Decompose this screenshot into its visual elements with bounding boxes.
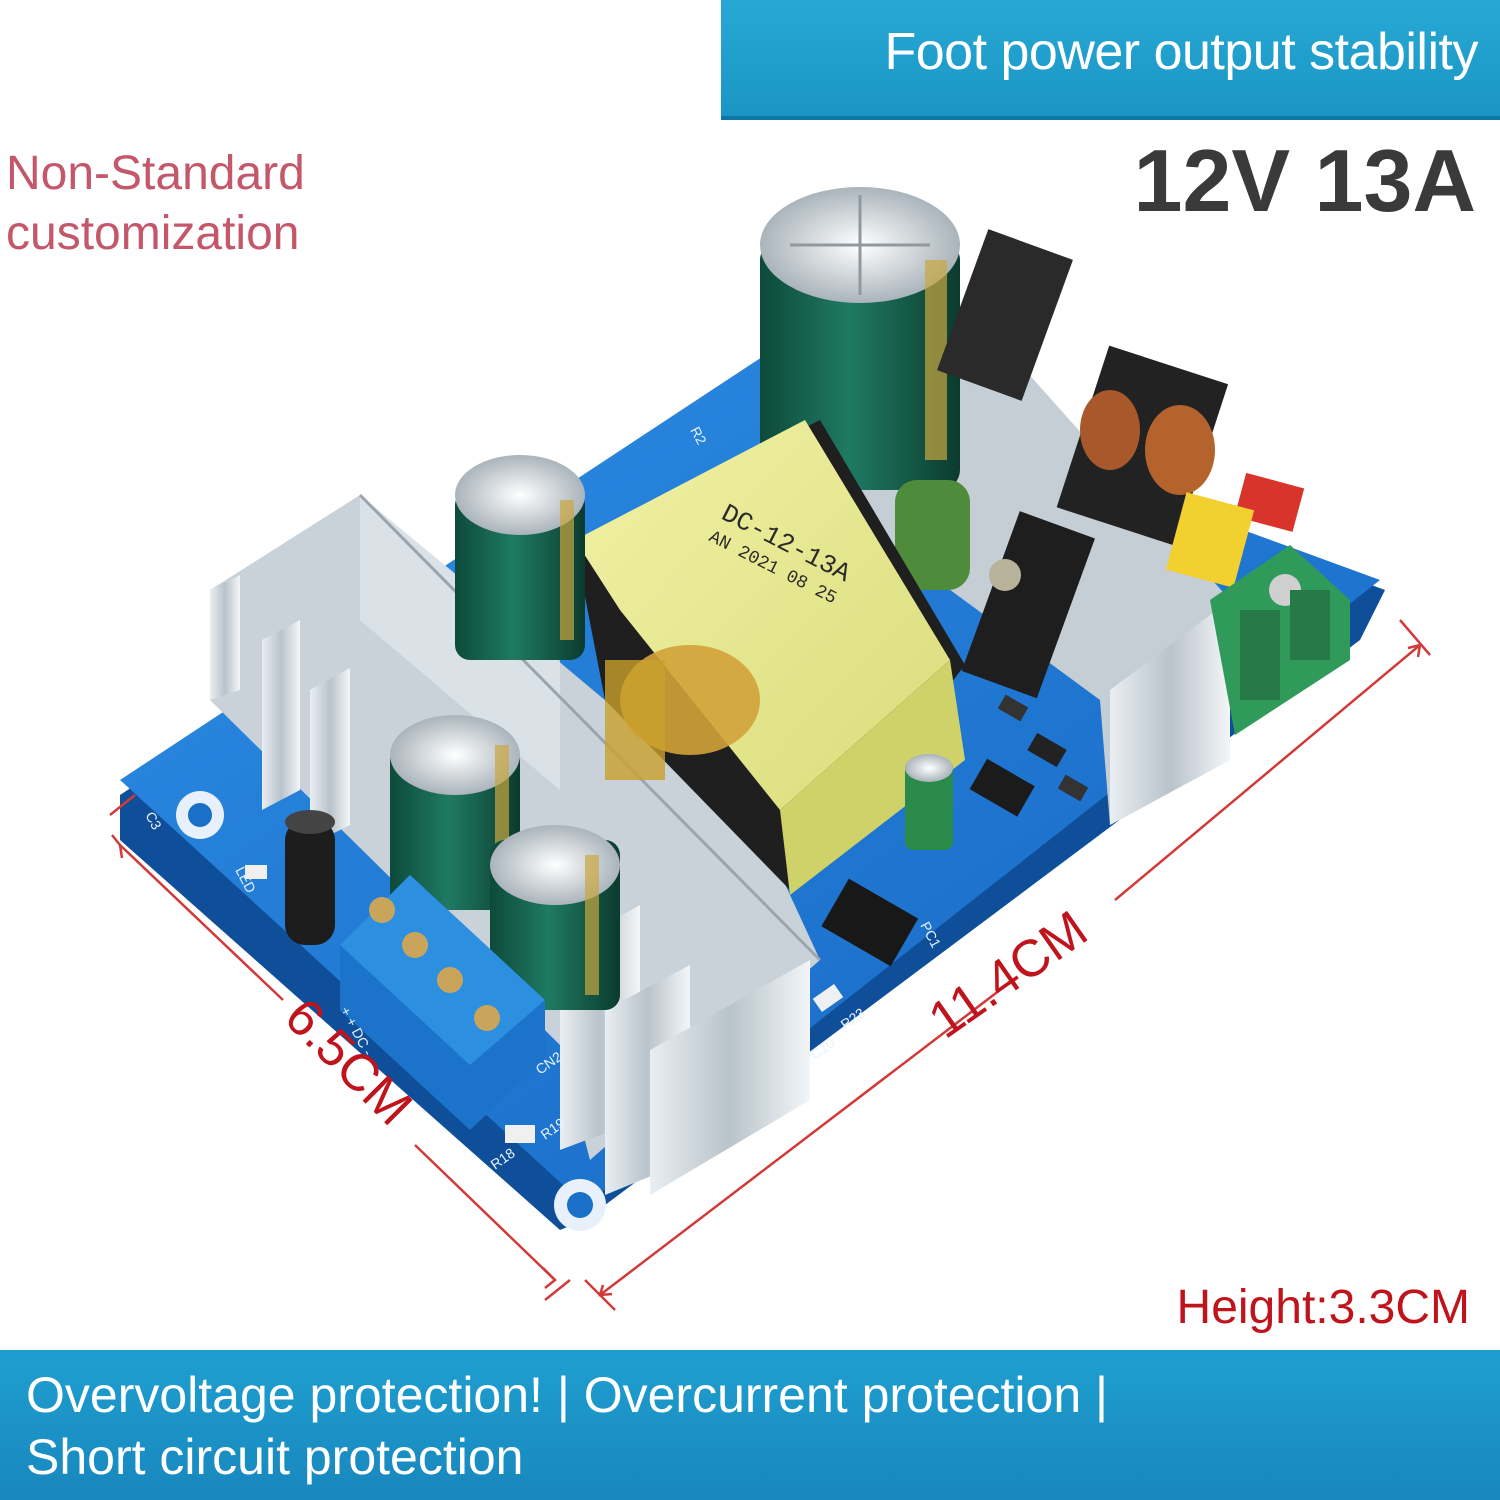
output-inductor <box>285 810 335 945</box>
x-capacitor <box>895 480 970 590</box>
left-heatsink <box>210 493 822 1195</box>
output-terminal-block: + + DC - - <box>337 875 545 1130</box>
silk-cn2: CN2 <box>533 1048 565 1077</box>
features-line2: Short circuit protection <box>26 1429 524 1485</box>
silk-r23: R23 <box>838 1004 868 1032</box>
bottom-banner: Overvoltage protection! | Overcurrent pr… <box>0 1350 1500 1500</box>
silk-led: LED <box>232 864 259 896</box>
banner-text: Foot power output stability <box>884 23 1479 81</box>
transformer-label: DC-12-13A <box>716 498 855 589</box>
output-capacitor-left <box>390 715 520 910</box>
pcb-board <box>120 355 1385 1230</box>
small-capacitor <box>905 754 953 850</box>
silk-r19: R19 <box>538 1114 568 1142</box>
silk-r22: R22 <box>813 984 843 1012</box>
silk-c3: C3 <box>142 809 165 833</box>
features-line1: Overvoltage protection! | Overcurrent pr… <box>26 1367 1109 1423</box>
transformer: DC-12-13A AN 2021 08 25 <box>575 420 965 895</box>
silkscreen-labels: CN2 R19 R18 PC1 R22 R23 C10 C3 LED R2 <box>142 424 944 1173</box>
mounting-holes <box>176 604 1346 1231</box>
filter-capacitor-upper <box>455 455 585 660</box>
output-capacitor-right <box>490 825 620 1010</box>
dimension-lines <box>109 619 1431 1311</box>
common-mode-choke <box>1056 345 1229 546</box>
silk-r18: R18 <box>488 1144 518 1172</box>
customization-note: Non-Standard customization <box>6 144 305 264</box>
control-ic <box>245 694 1089 1143</box>
height-dimension: Height:3.3CM <box>1176 1281 1470 1334</box>
bulk-capacitor <box>760 187 960 490</box>
width-dimension: 11.4CM <box>919 900 1098 1050</box>
top-banner: Foot power output stability <box>721 0 1500 120</box>
silk-pc1: PC1 <box>917 919 944 951</box>
spec-title: 12V 13A <box>1133 131 1476 230</box>
input-terminal <box>1165 472 1350 735</box>
features-text: Overvoltage protection! | Overcurrent pr… <box>26 1364 1466 1488</box>
transformer-date: AN 2021 08 25 <box>705 528 839 610</box>
right-heatsink <box>855 325 1230 825</box>
terminal-label: + + DC - - <box>337 1004 380 1066</box>
silk-r2: R2 <box>687 424 710 448</box>
customization-note-line2: customization <box>6 207 300 260</box>
silk-c10: C10 <box>808 1034 838 1062</box>
mosfet <box>937 229 1095 699</box>
customization-note-line1: Non-Standard <box>6 147 305 200</box>
depth-dimension: 6.5CM <box>274 987 423 1136</box>
